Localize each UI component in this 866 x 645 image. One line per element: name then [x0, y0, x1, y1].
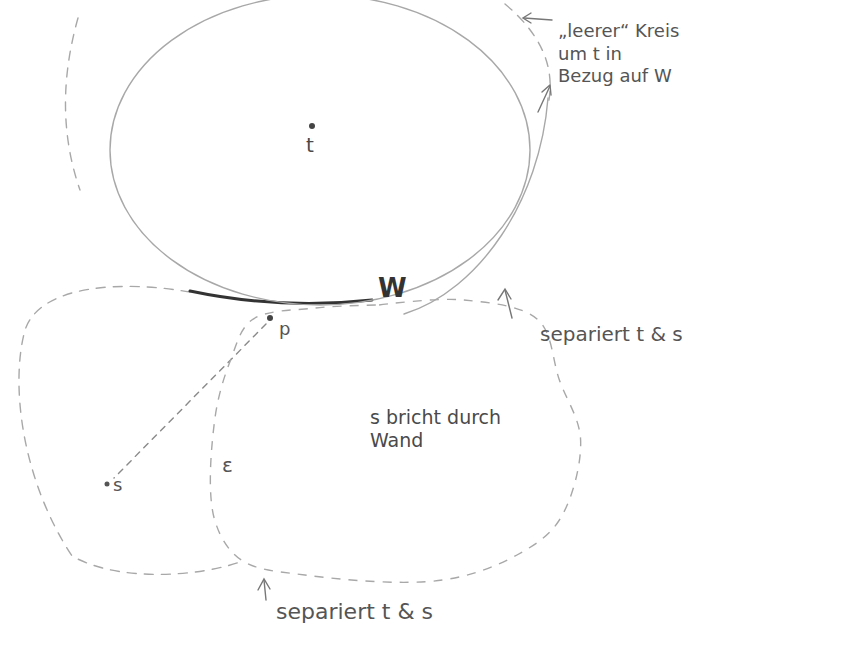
label-holder: ε — [222, 453, 233, 478]
pointer-arrow — [538, 86, 550, 112]
note-text: „leerer“ Kreis um t in Bezug auf W — [558, 20, 683, 88]
label-holder: W — [378, 272, 407, 305]
arrow-head — [542, 85, 551, 95]
label-holder: „leerer“ Kreis um t in Bezug auf W — [558, 20, 683, 88]
node-outline — [110, 0, 530, 305]
point-dot — [267, 315, 273, 321]
annotation-text: separiert t & s — [276, 598, 433, 626]
separating-curve — [404, 98, 548, 314]
point-label: ε — [222, 453, 233, 478]
dashed-region — [19, 286, 240, 574]
node-text: s bricht durch Wand — [370, 406, 550, 452]
blob-outline — [210, 299, 580, 582]
point-label: p — [279, 318, 290, 341]
annotation-text: separiert t & s — [540, 322, 683, 347]
arrow-head — [523, 13, 531, 23]
point-label: s — [113, 474, 122, 497]
point-dot — [309, 123, 315, 129]
pointer-arrow — [524, 18, 552, 20]
label-holder: separiert t & s — [276, 598, 433, 626]
circle-outline — [110, 0, 530, 305]
point-label: W — [378, 272, 407, 305]
wall-line — [190, 291, 372, 303]
node-text: t — [306, 133, 314, 157]
label-holder: s — [113, 474, 122, 497]
point-dot — [105, 482, 110, 487]
dashed-boundary — [65, 18, 80, 190]
label-holder: p — [279, 318, 290, 341]
empty-circle: t — [110, 0, 530, 305]
arrow-head — [258, 579, 270, 590]
arrow-head — [498, 289, 511, 300]
label-holder: separiert t & s — [540, 322, 683, 347]
dashed-segment — [114, 324, 266, 478]
dashed-region: s bricht durch Wand — [220, 300, 570, 575]
